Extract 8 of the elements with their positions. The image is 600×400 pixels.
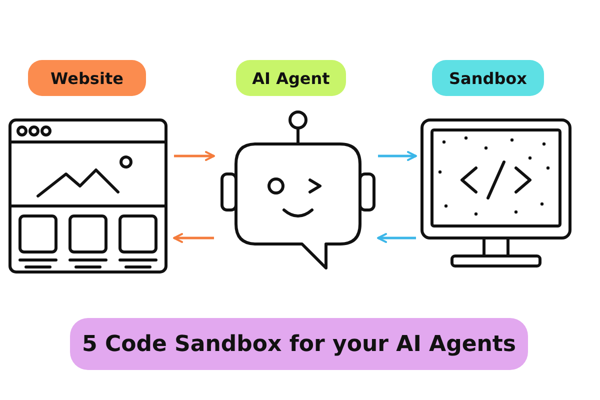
arrow [174,151,215,161]
category-label: Website [28,60,146,96]
category-label: Sandbox [432,60,544,96]
arrow [377,233,416,243]
category-label: AI Agent [236,60,346,96]
arrow [378,151,417,161]
arrow [173,233,214,243]
title-banner: 5 Code Sandbox for your AI Agents [70,318,528,370]
